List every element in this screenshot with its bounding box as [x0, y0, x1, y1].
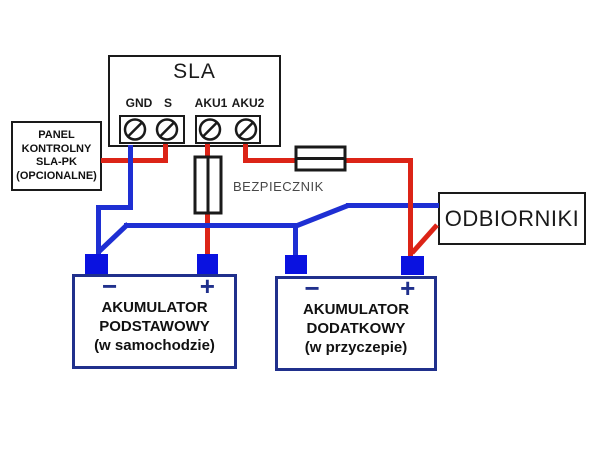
primary-battery-minus-sign: −	[102, 271, 118, 301]
terminal-label-gnd: GND	[125, 96, 153, 110]
positive-wires-under	[101, 144, 413, 256]
auxiliary-battery-line-2: DODATKOWY	[306, 320, 406, 337]
primary-battery-line-2: PODSTAWOWY	[99, 318, 210, 335]
terminal-label-aku2: AKU2	[231, 96, 265, 110]
terminal-label-aku1: AKU1	[194, 96, 228, 110]
primary-battery-box: − + AKUMULATOR PODSTAWOWY (w samochodzie…	[72, 271, 237, 369]
auxiliary-minus-terminal-icon	[285, 255, 307, 274]
negative-wires	[96, 145, 439, 258]
wire-plus-to-loads-diagonal	[410, 223, 439, 255]
panel-line-3: SLA-PK	[36, 156, 77, 168]
primary-battery-text: AKUMULATOR PODSTAWOWY (w samochodzie)	[75, 298, 234, 355]
loads-box: ODBIORNIKI	[438, 192, 586, 245]
panel-line-4: (OPCIONALNE)	[16, 169, 97, 182]
control-panel-box: PANEL KONTROLNY SLA-PK (OPCIONALNE)	[11, 121, 102, 191]
primary-battery-line-3: (w samochodzie)	[94, 337, 215, 354]
panel-line-2: KONTROLNY	[21, 142, 92, 155]
positive-wires-over	[408, 158, 439, 258]
sla-title: SLA	[173, 60, 216, 83]
terminal-label-s: S	[163, 96, 173, 110]
loads-label: ODBIORNIKI	[444, 205, 580, 231]
fuse-horizontal-icon	[294, 145, 347, 172]
panel-line-1: PANEL	[38, 129, 75, 141]
wire-minus-diagonal-left	[96, 222, 130, 254]
auxiliary-battery-line-3: (w przyczepie)	[304, 339, 408, 356]
sla-unit-box: SLA GND S AKU1 AKU2	[108, 55, 281, 147]
wire-minus-diagonal-right	[295, 203, 349, 229]
auxiliary-battery-plus-sign: +	[400, 273, 416, 303]
auxiliary-battery-text: AKUMULATOR DODATKOWY (w przyczepie)	[278, 300, 434, 357]
auxiliary-battery-minus-sign: −	[304, 273, 320, 303]
control-panel-text: PANEL KONTROLNY SLA-PK (OPCIONALNE)	[13, 129, 100, 183]
primary-battery-line-1: AKUMULATOR	[101, 299, 208, 316]
battery-terminals	[85, 254, 424, 275]
fuse-label: BEZPIECZNIK	[233, 179, 324, 194]
auxiliary-battery-line-1: AKUMULATOR	[302, 301, 410, 318]
auxiliary-battery-box: − + AKUMULATOR DODATKOWY (w przyczepie)	[275, 273, 437, 371]
fuse-vertical-icon	[193, 155, 223, 215]
primary-battery-plus-sign: +	[199, 271, 215, 301]
